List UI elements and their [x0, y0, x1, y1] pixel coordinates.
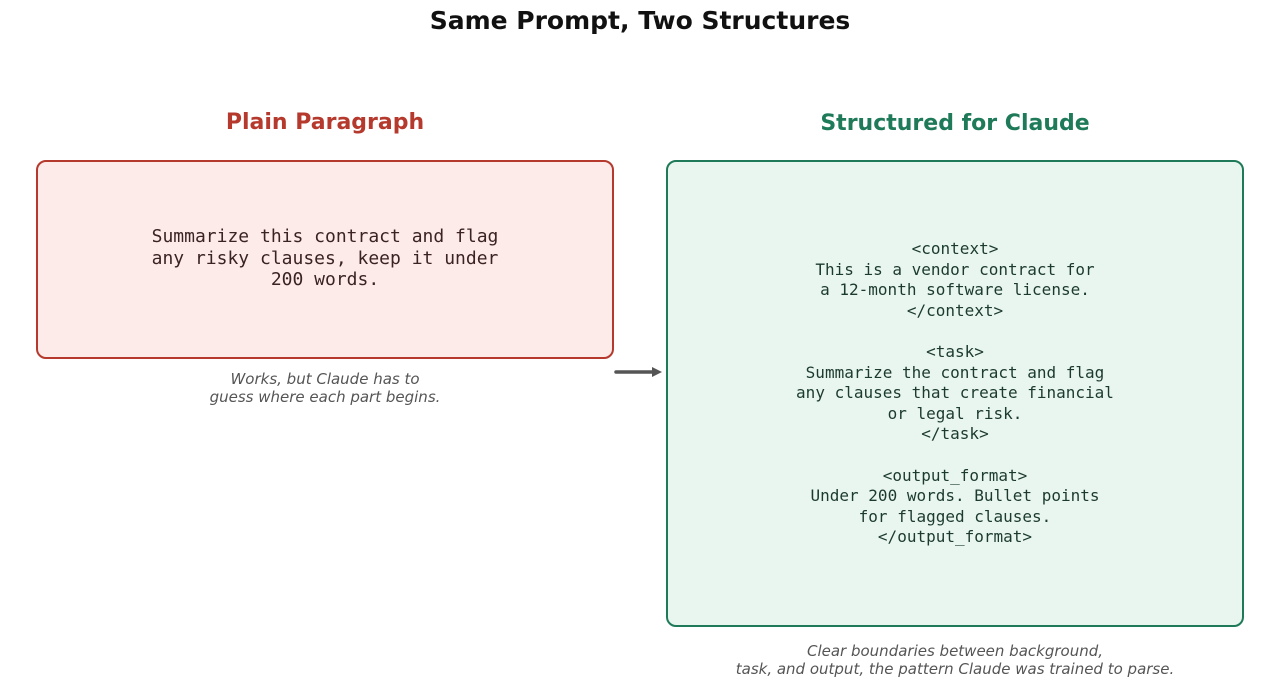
arrow-head [652, 367, 662, 377]
structured-box: <context> This is a vendor contract for … [666, 160, 1244, 627]
plain-paragraph-prompt: Summarize this contract and flag any ris… [151, 226, 499, 291]
structured-caption: Clear boundaries between background, tas… [735, 642, 1175, 678]
diagram-title: Same Prompt, Two Structures [429, 6, 851, 35]
plain-paragraph-box: Summarize this contract and flag any ris… [36, 160, 614, 359]
structured-prompt: <context> This is a vendor contract for … [796, 239, 1114, 547]
plain-paragraph-heading: Plain Paragraph [225, 110, 425, 135]
right-arrow-icon [614, 367, 662, 377]
structured-heading: Structured for Claude [820, 111, 1090, 136]
plain-paragraph-caption: Works, but Claude has to guess where eac… [209, 370, 441, 406]
